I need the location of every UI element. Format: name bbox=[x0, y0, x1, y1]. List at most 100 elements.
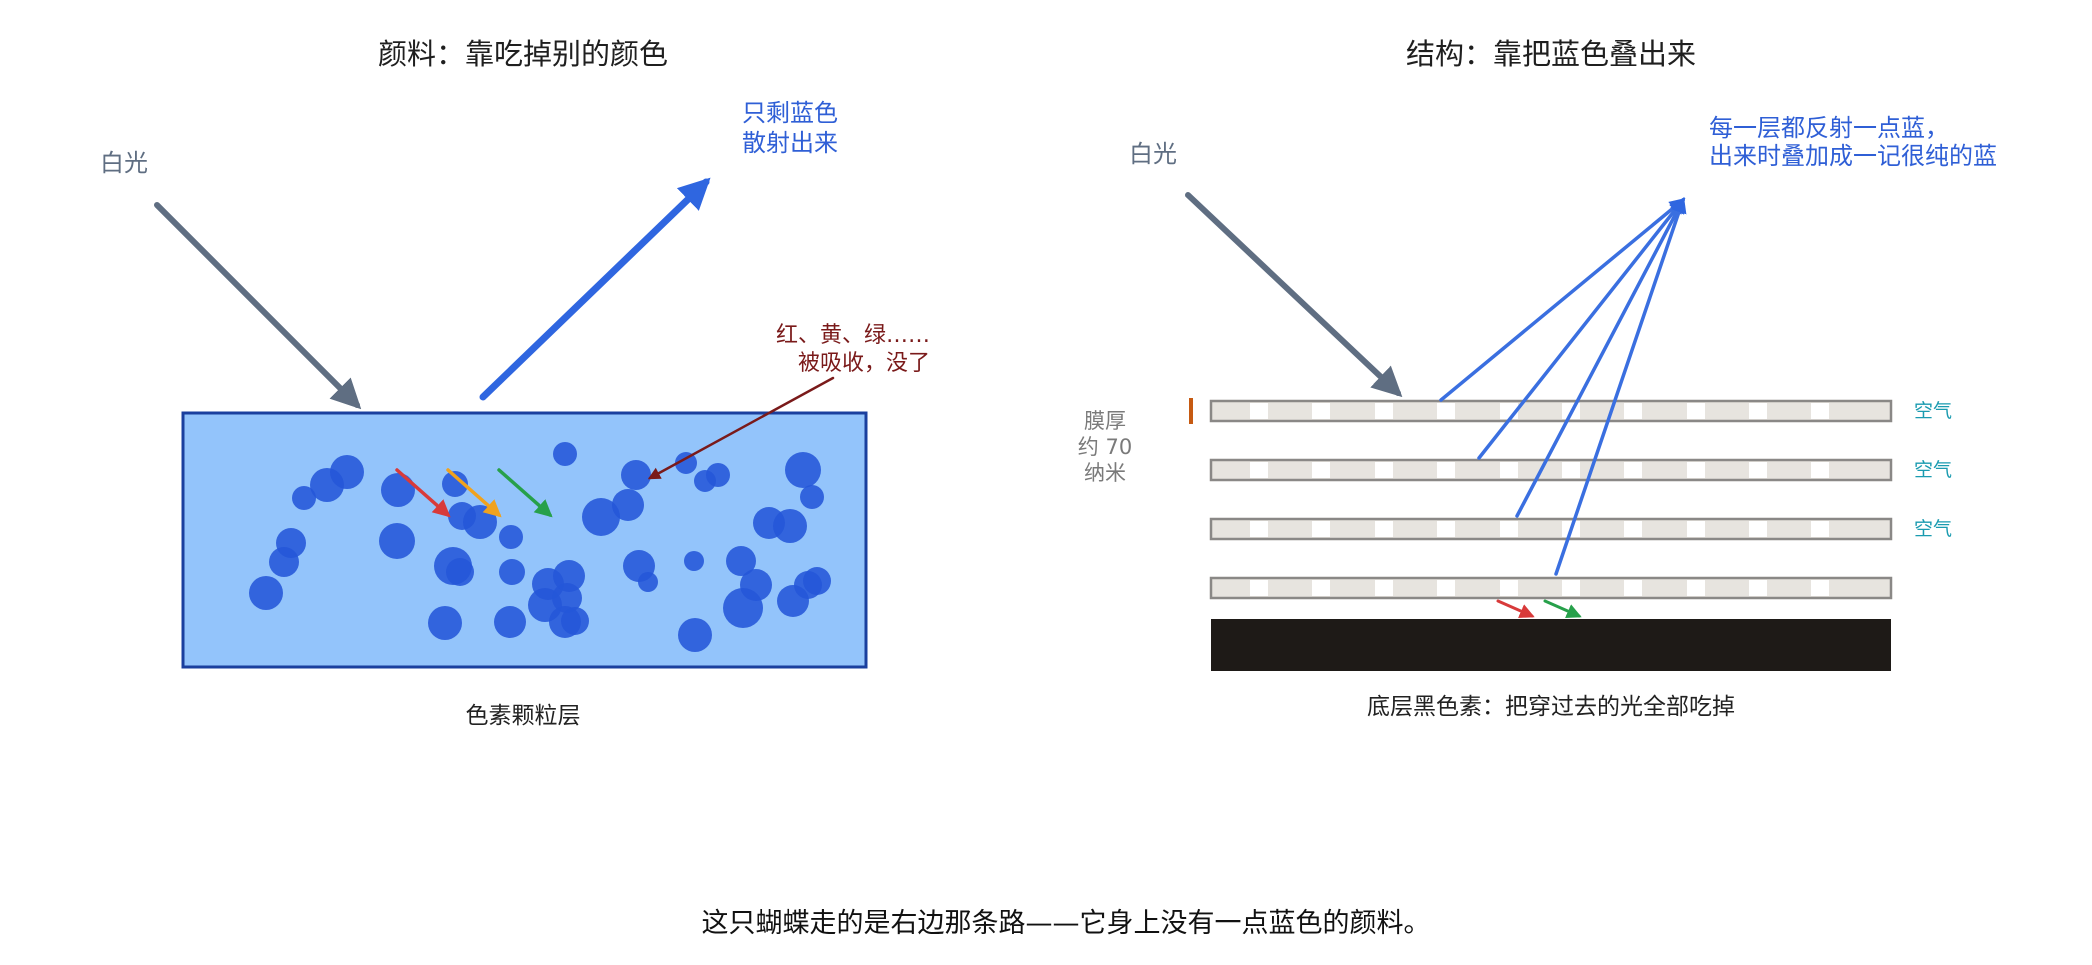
pigment-scatter-label-line2: 散射出来 bbox=[742, 129, 838, 157]
structure-white-light-label: 白光 bbox=[1129, 140, 1177, 168]
film-gap bbox=[1811, 580, 1829, 596]
film-gap bbox=[1437, 462, 1455, 478]
film-gap bbox=[1624, 580, 1642, 596]
film-gap bbox=[1312, 403, 1330, 419]
pigment-particle bbox=[269, 547, 299, 577]
reflected-blue-arrow-4 bbox=[1554, 197, 1687, 576]
pigment-particle bbox=[638, 572, 658, 592]
pigment-particle bbox=[499, 559, 525, 585]
pigment-particle bbox=[494, 606, 526, 638]
pigment-particle bbox=[773, 509, 807, 543]
pigment-particle bbox=[381, 473, 415, 507]
film-gap bbox=[1437, 521, 1455, 537]
film-gap bbox=[1687, 521, 1705, 537]
structure-reflect-label-line1: 每一层都反射一点蓝， bbox=[1709, 114, 1949, 142]
absorbed-label-line2: 被吸收，没了 bbox=[798, 351, 930, 376]
pigment-particle bbox=[621, 460, 651, 490]
red-light-arrow bbox=[395, 468, 451, 518]
bottom-caption: 这只蝴蝶走的是右边那条路——它身上没有一点蓝色的颜料。 bbox=[702, 908, 1431, 939]
reflected-blue-arrow-2 bbox=[1477, 197, 1685, 460]
film-gap bbox=[1312, 521, 1330, 537]
structure-incoming-light-arrow bbox=[1185, 192, 1403, 398]
pigment-incoming-light-arrow bbox=[154, 202, 362, 410]
film-gap bbox=[1437, 580, 1455, 596]
air-label-1: 空气 bbox=[1914, 400, 1952, 422]
film-gap bbox=[1624, 462, 1642, 478]
pigment-particle bbox=[499, 525, 523, 549]
pigment-particles bbox=[249, 442, 831, 652]
thin-film-layers bbox=[1209, 399, 1893, 600]
structure-panel: 结构：靠把蓝色叠出来 白光 每一层都反射一点蓝， 出来时叠加成一记很纯的蓝 膜厚… bbox=[1078, 37, 1997, 720]
pigment-particle bbox=[612, 489, 644, 521]
absorbed-label-line1: 红、黄、绿…… bbox=[776, 323, 930, 348]
pigment-particle bbox=[553, 560, 585, 592]
pigment-particle bbox=[249, 576, 283, 610]
base-layer-label: 底层黑色素：把穿过去的光全部吃掉 bbox=[1367, 694, 1735, 720]
pigment-particle bbox=[379, 523, 415, 559]
film-gap bbox=[1749, 403, 1767, 419]
pigment-scatter-label-line1: 只剩蓝色 bbox=[742, 99, 838, 127]
thickness-label-line1: 膜厚 bbox=[1084, 409, 1126, 433]
pigment-white-light-label: 白光 bbox=[100, 149, 148, 177]
film-gap bbox=[1500, 521, 1518, 537]
structure-reflect-label-line2: 出来时叠加成一记很纯的蓝 bbox=[1709, 142, 1997, 170]
thickness-label-line2: 约 70 bbox=[1078, 435, 1132, 459]
film-gap bbox=[1562, 462, 1580, 478]
pigment-particle bbox=[582, 498, 620, 536]
film-gap bbox=[1250, 580, 1268, 596]
pigment-particle bbox=[442, 471, 468, 497]
pigment-particle bbox=[684, 551, 704, 571]
pigment-particle bbox=[785, 452, 821, 488]
reflected-blue-arrow-1 bbox=[1439, 197, 1686, 402]
pigment-particle bbox=[794, 571, 822, 599]
pigment-particle bbox=[675, 452, 697, 474]
melanin-black-base bbox=[1211, 619, 1891, 671]
pigment-particle bbox=[292, 486, 316, 510]
pigment-particle bbox=[553, 442, 577, 466]
film-gap bbox=[1687, 403, 1705, 419]
pigment-particle bbox=[726, 546, 756, 576]
film-gap bbox=[1375, 462, 1393, 478]
transmitted-green-arrow bbox=[1543, 599, 1582, 619]
film-gap bbox=[1687, 462, 1705, 478]
film-gap bbox=[1500, 462, 1518, 478]
pigment-panel: 颜料：靠吃掉别的颜色 白光 只剩蓝色 散射出来 红、黄、绿…… 被吸收，没了 色… bbox=[100, 37, 930, 729]
transmitted-red-arrow bbox=[1496, 599, 1535, 619]
pigment-title: 颜料：靠吃掉别的颜色 bbox=[378, 37, 668, 71]
pigment-particle bbox=[446, 558, 474, 586]
film-gap bbox=[1811, 462, 1829, 478]
film-gap bbox=[1312, 462, 1330, 478]
structure-title: 结构：靠把蓝色叠出来 bbox=[1406, 37, 1696, 71]
thickness-label-line3: 纳米 bbox=[1084, 461, 1126, 485]
film-gap bbox=[1500, 580, 1518, 596]
pigment-particle bbox=[330, 455, 364, 489]
pigment-particle bbox=[678, 618, 712, 652]
film-gap bbox=[1811, 521, 1829, 537]
film-gap bbox=[1749, 462, 1767, 478]
film-gap bbox=[1624, 403, 1642, 419]
air-label-3: 空气 bbox=[1914, 518, 1952, 540]
pigment-particle bbox=[740, 569, 772, 601]
film-gap bbox=[1749, 580, 1767, 596]
pigment-scattered-blue-arrow bbox=[479, 177, 711, 401]
pigment-particle bbox=[561, 607, 589, 635]
film-gap bbox=[1562, 580, 1580, 596]
film-gap bbox=[1250, 403, 1268, 419]
film-gap bbox=[1375, 521, 1393, 537]
pigment-layer-label: 色素颗粒层 bbox=[466, 703, 581, 729]
absorbed-pointer-arrow bbox=[647, 376, 835, 480]
film-gap bbox=[1312, 580, 1330, 596]
yellow-light-arrow bbox=[446, 468, 502, 518]
thickness-marker bbox=[1189, 398, 1193, 424]
air-label-2: 空气 bbox=[1914, 459, 1952, 481]
film-gap bbox=[1624, 521, 1642, 537]
film-gap bbox=[1375, 403, 1393, 419]
film-gap bbox=[1811, 403, 1829, 419]
green-light-arrow bbox=[497, 468, 553, 518]
film-gap bbox=[1749, 521, 1767, 537]
pigment-particle bbox=[428, 606, 462, 640]
film-gap bbox=[1437, 403, 1455, 419]
film-gap bbox=[1250, 462, 1268, 478]
